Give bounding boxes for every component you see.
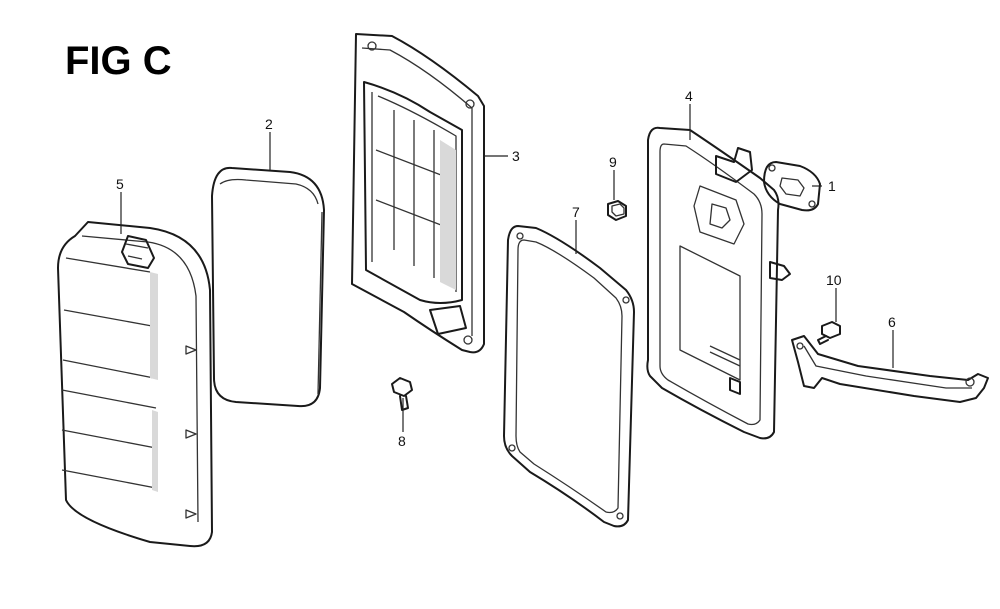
part-3-cleaner-case <box>351 33 485 354</box>
part-4-base-plate <box>646 126 791 440</box>
callout-5: 5 <box>116 176 124 192</box>
part-2-filter-element <box>211 166 325 408</box>
part-1-small-gasket <box>763 161 821 212</box>
callout-6: 6 <box>888 314 896 330</box>
callout-10: 10 <box>826 272 842 288</box>
part-5-cleaner-cover <box>57 221 213 548</box>
callout-7: 7 <box>572 204 580 220</box>
callout-9: 9 <box>609 154 617 170</box>
part-8-bolt <box>391 377 413 411</box>
part-10-bolt <box>817 321 841 345</box>
callout-8: 8 <box>398 433 406 449</box>
callout-2: 2 <box>265 116 273 132</box>
part-9-nut <box>607 200 627 221</box>
part-6-stay-bracket <box>791 335 989 403</box>
callout-4: 4 <box>685 88 693 104</box>
leader-lines <box>120 104 894 432</box>
part-7-gasket <box>503 225 635 528</box>
figure-title: FIG C <box>65 39 172 83</box>
callout-3: 3 <box>512 148 520 164</box>
callout-1: 1 <box>828 178 836 194</box>
